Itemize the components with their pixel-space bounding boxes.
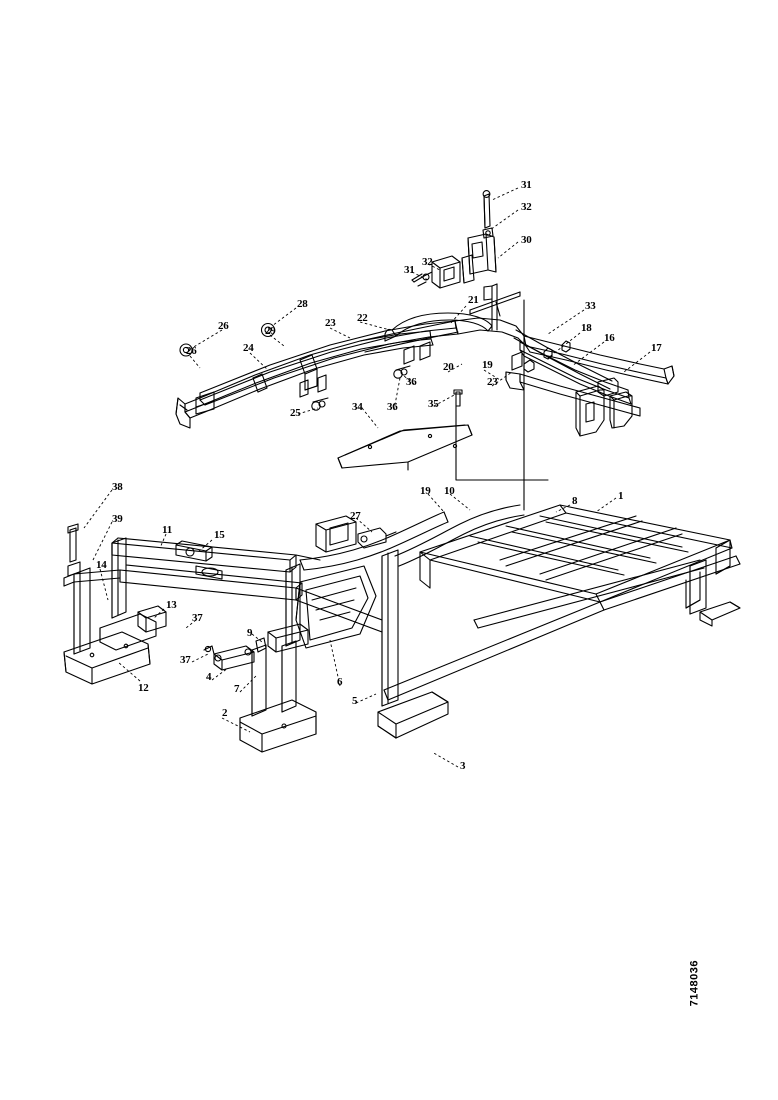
callout-4: 4 xyxy=(206,671,212,683)
assembly-guidelines xyxy=(407,299,549,511)
callout-26-b: 26 xyxy=(186,345,197,357)
callout-37-b: 37 xyxy=(180,654,191,666)
callout-8: 8 xyxy=(572,495,578,507)
callout-24: 24 xyxy=(243,342,254,354)
callout-31-b: 31 xyxy=(404,264,415,276)
callout-5: 5 xyxy=(352,695,358,707)
callout-33: 33 xyxy=(585,300,596,312)
callout-19: 19 xyxy=(482,359,493,371)
callout-11: 11 xyxy=(162,524,172,536)
callout-39: 39 xyxy=(112,513,123,525)
callout-17: 17 xyxy=(651,342,662,354)
callout-7: 7 xyxy=(234,683,240,695)
callout-28: 28 xyxy=(297,298,308,310)
chassis-frame-assembly xyxy=(63,504,741,753)
callout-1: 1 xyxy=(618,490,624,502)
callout-36: 36 xyxy=(387,401,398,413)
callout-30: 30 xyxy=(521,234,532,246)
callout-25: 25 xyxy=(290,407,301,419)
callout-34: 34 xyxy=(352,401,363,413)
callout-32: 32 xyxy=(521,201,532,213)
callout-20: 20 xyxy=(443,361,454,373)
callout-26: 26 xyxy=(218,320,229,332)
callout-6: 6 xyxy=(337,676,343,688)
callout-19-b: 19 xyxy=(420,485,431,497)
callout-14: 14 xyxy=(96,559,107,571)
callout-31: 31 xyxy=(521,179,532,191)
callout-22: 22 xyxy=(357,312,368,324)
callout-23: 23 xyxy=(325,317,336,329)
callout-9: 9 xyxy=(247,627,253,639)
callout-18: 18 xyxy=(581,322,592,334)
callout-15: 15 xyxy=(214,529,225,541)
callout-2: 2 xyxy=(222,707,228,719)
callout-27: 27 xyxy=(350,510,361,522)
drawing-number: 7148036 xyxy=(688,960,700,1007)
callout-29: 29 xyxy=(265,325,276,337)
callout-37: 37 xyxy=(192,612,203,624)
callout-38: 38 xyxy=(112,481,123,493)
callout-13: 13 xyxy=(166,599,177,611)
callout-10: 10 xyxy=(444,485,455,497)
callout-23-b: 23 xyxy=(487,376,498,388)
callout-3: 3 xyxy=(460,760,466,772)
callout-16: 16 xyxy=(604,332,615,344)
callout-21: 21 xyxy=(468,294,479,306)
callout-12: 12 xyxy=(138,682,149,694)
callout-36-b: 36 xyxy=(406,376,417,388)
canopy-arch-assembly xyxy=(175,190,675,469)
callout-32-b: 32 xyxy=(422,256,433,268)
callout-35: 35 xyxy=(428,398,439,410)
